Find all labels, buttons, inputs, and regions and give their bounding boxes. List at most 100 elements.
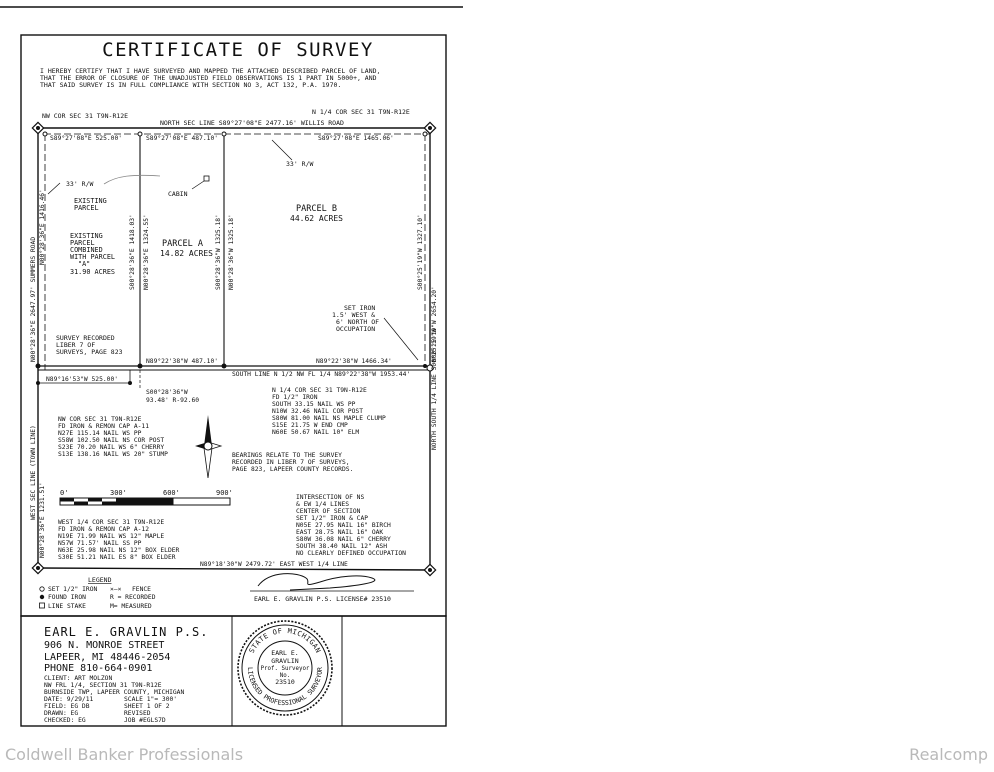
cabin-leader — [191, 180, 205, 190]
surveyor-city: LAPEER, MI 48446-2054 — [44, 652, 170, 663]
svg-text:OCCUPATION: OCCUPATION — [336, 325, 375, 333]
signature-caption: EARL E. GRAVLIN P.S. LICENSE# 23510 — [254, 595, 391, 603]
svg-text:N57W 71.57' NAIL SS PP: N57W 71.57' NAIL SS PP — [58, 540, 142, 547]
svg-text:BEARINGS RELATE TO THE SURVEY: BEARINGS RELATE TO THE SURVEY — [232, 452, 342, 459]
mid-bearing-2: N89°22'38"W 1466.34' — [316, 357, 392, 365]
parcel-a-right-bearing-2: N00°28'36"W 1325.18' — [227, 214, 235, 290]
bearings-note: BEARINGS RELATE TO THE SURVEY RECORDED I… — [232, 452, 353, 473]
svg-text:6' NORTH OF: 6' NORTH OF — [336, 318, 379, 326]
svg-text:PAGE 823, LAPEER COUNTY RECORD: PAGE 823, LAPEER COUNTY RECORDS. — [232, 466, 353, 473]
svg-text:S23E 70.20 NAIL WS 6" CHERRY: S23E 70.20 NAIL WS 6" CHERRY — [58, 444, 164, 451]
surveyor-street: 906 N. MONROE STREET — [44, 640, 164, 651]
intersection-detail: INTERSECTION OF NS & EW 1/4 LINES CENTER… — [296, 494, 406, 557]
svg-text:RECORDED IN LIBER 7 OF SURVEYS: RECORDED IN LIBER 7 OF SURVEYS, — [232, 459, 350, 466]
top-bearing-3: S89°27'08"E 1465.06' — [318, 134, 394, 142]
svg-text:WITH PARCEL: WITH PARCEL — [70, 253, 115, 261]
svg-text:S15E 21.75 W END CMP: S15E 21.75 W END CMP — [272, 422, 348, 429]
legend: SET 1/2" IRON ×—× FENCE FOUND IRON R = R… — [39, 586, 156, 610]
svg-text:NO CLEARLY DEFINED OCCUPATION: NO CLEARLY DEFINED OCCUPATION — [296, 550, 406, 557]
parcel-a-acres: 14.82 ACRES — [160, 249, 213, 258]
svg-text:FD 1/2" IRON: FD 1/2" IRON — [272, 394, 318, 401]
svg-text:DRAWN: EG: DRAWN: EG — [44, 710, 78, 717]
svg-text:CHECKED: EG: CHECKED: EG — [44, 717, 86, 724]
east-west-line-label: N89°18'30"W 2479.72' EAST WEST 1/4 LINE — [200, 560, 348, 568]
certificate-statement-1: I HEREBY CERTIFY THAT I HAVE SURVEYED AN… — [40, 67, 380, 75]
south-line-nw-label: SOUTH LINE N 1/2 NW FL 1/4 N89°22'38"W 1… — [232, 370, 410, 378]
surveyor-name: EARL E. GRAVLIN P.S. — [44, 625, 209, 639]
svg-text:R = RECORDED: R = RECORDED — [110, 594, 156, 601]
svg-text:S80W 36.08 NAIL 6" CHERRY: S80W 36.08 NAIL 6" CHERRY — [296, 536, 391, 543]
line-stake-symbol — [39, 602, 45, 609]
surveyor-signature — [257, 573, 376, 591]
svg-text:N60E 50.67 NAIL 10" ELM: N60E 50.67 NAIL 10" ELM — [272, 429, 359, 436]
svg-text:FENCE: FENCE — [132, 586, 151, 593]
scale-label-300: 300' — [110, 489, 127, 497]
west-upper-label: N00°28'36"E 1416.46' — [38, 189, 46, 265]
surveyor-seal: STATE OF MICHIGAN LICENSED PROFESSIONAL … — [237, 620, 333, 716]
drive-sketch — [103, 174, 161, 185]
east-line-label: NORTH SOUTH 1/4 LINE S00°25'19"W — [430, 328, 438, 450]
row-33-left-leader — [47, 182, 61, 195]
title-block — [20, 615, 447, 727]
set-iron-leader — [383, 317, 419, 361]
svg-text:EAST 28.75 NAIL 16" OAK: EAST 28.75 NAIL 16" OAK — [296, 529, 383, 536]
svg-text:SHEET 1 OF 2: SHEET 1 OF 2 — [124, 703, 170, 710]
set-iron-note: SET IRON 1.5' WEST & 6' NORTH OF OCCUPAT… — [332, 304, 379, 333]
offset-note-2: 93.48' R-92.60 — [146, 397, 199, 404]
row-33-left: 33' R/W — [66, 180, 93, 188]
svg-text:N05E 27.95 NAIL 16" BIRCH: N05E 27.95 NAIL 16" BIRCH — [296, 522, 391, 529]
east-bearing-1: S00°25'19"W 1327.10' — [416, 214, 424, 290]
svg-text:SOUTH 38.40 NAIL 12" ASH: SOUTH 38.40 NAIL 12" ASH — [296, 543, 387, 550]
row-33-right: 33' R/W — [286, 160, 313, 168]
mid-left-bearing: N89°16'53"W 525.00' — [46, 375, 118, 383]
vertical-bearing-labels: N00°28'36"E 2647.97' SUMMERS ROAD N00°28… — [29, 189, 438, 558]
svg-text:DATE: 9/29/11: DATE: 9/29/11 — [44, 696, 93, 703]
svg-text:GRAVLIN: GRAVLIN — [271, 657, 298, 665]
svg-text:1.5' WEST &: 1.5' WEST & — [332, 311, 375, 319]
svg-text:NW COR SEC 31 T9N-R12E: NW COR SEC 31 T9N-R12E — [58, 416, 142, 423]
existing-parcel-2: PARCEL — [74, 204, 99, 212]
svg-text:PARCEL: PARCEL — [70, 239, 95, 247]
certificate-statement-3: THAT SAID SURVEY IS IN FULL COMPLIANCE W… — [40, 81, 341, 89]
west-line-label: WEST SEC LINE (TOWN LINE) — [30, 425, 37, 520]
parcel-a-title: PARCEL A — [162, 239, 203, 249]
parcel-a-left-bearing-2: N00°28'36"E 1324.55' — [142, 214, 150, 290]
legend-title: LEGEND — [88, 576, 112, 584]
svg-text:CENTER OF SECTION: CENTER OF SECTION — [296, 508, 361, 515]
nw-corner-detail: NW COR SEC 31 T9N-R12E FD IRON & REMON C… — [58, 416, 168, 458]
svg-text:SET 1/2" IRON: SET 1/2" IRON — [48, 586, 97, 593]
svg-text:NW FRL 1/4, SECTION 31 T9N-R12: NW FRL 1/4, SECTION 31 T9N-R12E — [44, 682, 162, 689]
certificate-statement-2: THAT THE ERROR OF CLOSURE OF THE UNADJUS… — [40, 74, 377, 82]
top-bearing-2: S89°27'08"E 487.10' — [146, 134, 218, 142]
svg-text:LINE STAKE: LINE STAKE — [48, 603, 86, 610]
east-bearing-2: N00°25'19"W 2654.20' — [430, 286, 438, 362]
svg-text:"A": "A" — [78, 260, 90, 268]
parcel-a-right-bearing-1: S00°28'36"W 1325.18' — [214, 214, 222, 290]
cabin-icon — [203, 175, 210, 182]
parcel-b-acres: 44.62 ACRES — [290, 214, 343, 223]
found-iron-symbol — [39, 594, 45, 600]
scale-bar — [59, 497, 231, 506]
svg-text:N27E 115.14 NAIL WS PP: N27E 115.14 NAIL WS PP — [58, 430, 142, 437]
svg-text:REVISED: REVISED — [124, 710, 151, 717]
n-quarter-corner-detail: N 1/4 COR SEC 31 T9N-R12E FD 1/2" IRON S… — [272, 387, 386, 436]
svg-text:FOUND IRON: FOUND IRON — [48, 594, 86, 601]
fence-symbol: ×—× — [110, 586, 122, 593]
cabin-label: CABIN — [168, 190, 188, 198]
svg-text:SURVEY RECORDED: SURVEY RECORDED — [56, 334, 115, 342]
svg-text:CLIENT: ART MOLZON: CLIENT: ART MOLZON — [44, 675, 112, 682]
existing-parcel-1: EXISTING — [74, 197, 107, 205]
existing-combined-label: EXISTING PARCEL COMBINED WITH PARCEL "A"… — [70, 232, 115, 276]
svg-text:31.90 ACRES: 31.90 ACRES — [70, 268, 115, 276]
svg-text:FD IRON & REMON CAP A-12: FD IRON & REMON CAP A-12 — [58, 526, 149, 533]
offset-note-1: S00°28'36"W — [146, 388, 188, 396]
corner-markers — [31, 121, 437, 577]
top-bearing-1: S89°27'08"E 525.00' — [50, 134, 122, 142]
svg-text:LIBER 7 OF: LIBER 7 OF — [56, 341, 95, 349]
certificate-title: CERTIFICATE OF SURVEY — [102, 39, 374, 61]
svg-text:SET IRON: SET IRON — [344, 304, 375, 312]
svg-text:S58W 102.50 NAIL NS COR POST: S58W 102.50 NAIL NS COR POST — [58, 437, 164, 444]
parcel-b-title: PARCEL B — [296, 204, 337, 214]
row-33-right-leader — [271, 139, 293, 161]
